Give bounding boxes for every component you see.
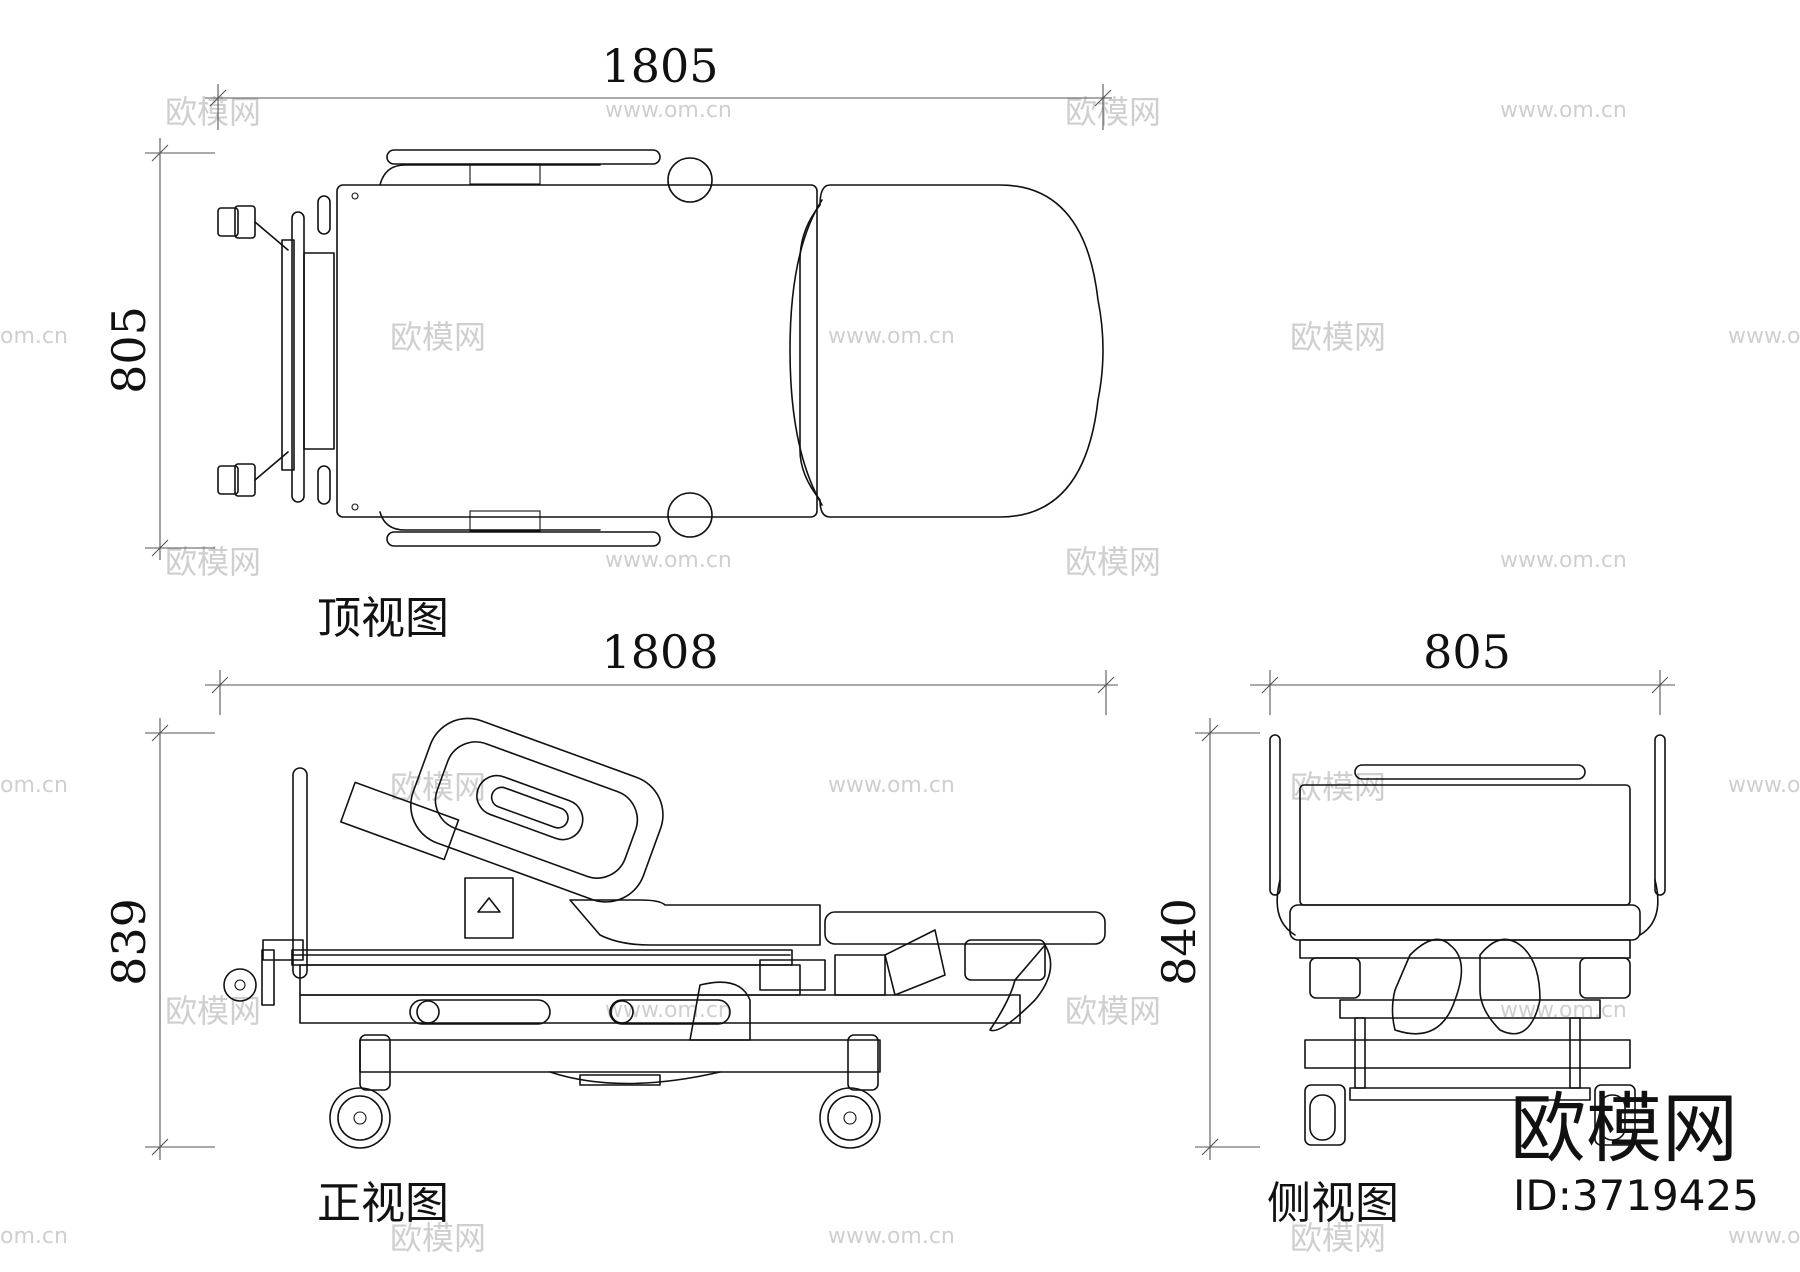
- top-view-back-section: [799, 184, 1104, 518]
- front-view-height-label: 839: [102, 898, 156, 986]
- front-view-platform: [291, 899, 1106, 1041]
- watermark-name: 欧模网: [1290, 768, 1386, 806]
- top-view-width-label: 1805: [601, 39, 718, 93]
- front-view-base: [329, 1034, 881, 1149]
- top-view: 1805 805: [102, 39, 1112, 644]
- top-view-foot-end: [217, 195, 335, 505]
- side-view-backrest: [1289, 764, 1641, 959]
- front-view-height-dimension: 839: [102, 718, 215, 1160]
- front-view-foot-cushion: [339, 781, 460, 861]
- top-view-seat-section: [336, 184, 818, 518]
- watermark-url: om.cn: [0, 1224, 68, 1249]
- front-view-title: 正视图: [317, 1178, 449, 1229]
- watermark-url: www.om.cn: [1728, 1224, 1800, 1249]
- brand-mark: 欧模网 ID:3719425: [1510, 1084, 1759, 1220]
- side-view-title: 侧视图: [1267, 1178, 1399, 1229]
- screw-dot: [351, 503, 359, 511]
- front-view-width-dimension: 1808: [205, 625, 1118, 715]
- watermark-name: 欧模网: [1290, 1219, 1386, 1257]
- front-view-actuator: [759, 929, 1052, 1032]
- warning-icon: [477, 897, 501, 913]
- watermark-name: 欧模网: [165, 93, 261, 131]
- front-view-width-label: 1808: [601, 625, 718, 679]
- watermark-layer: 欧模网 www.om.cn 欧模网 www.om.cn om.cn 欧模网 ww…: [0, 93, 1800, 1257]
- side-view: 805 840: [1152, 625, 1675, 1229]
- watermark-url: www.om.cn: [605, 548, 732, 573]
- watermark-name: 欧模网: [390, 1219, 486, 1257]
- watermark-url: www.om.cn: [828, 324, 955, 349]
- watermark-name: 欧模网: [165, 992, 261, 1030]
- front-view-rail: [410, 717, 664, 903]
- brand-name: 欧模网: [1510, 1084, 1738, 1173]
- top-view-height-label: 805: [102, 306, 156, 394]
- front-view-foot-pole: [223, 767, 308, 1006]
- watermark-name: 欧模网: [390, 318, 486, 356]
- top-view-width-dimension: 1805: [205, 39, 1112, 130]
- watermark-url: www.om.cn: [828, 773, 955, 798]
- front-view-control-box: [464, 877, 514, 939]
- top-view-title: 顶视图: [317, 593, 449, 644]
- watermark-name: 欧模网: [165, 543, 261, 581]
- back-section-gap: [789, 199, 823, 506]
- brand-id: ID:3719425: [1513, 1171, 1759, 1220]
- top-view-height-dimension: 805: [102, 138, 215, 560]
- side-view-actuators: [1309, 957, 1631, 1019]
- watermark-url: www.om.cn: [605, 98, 732, 123]
- watermark-name: 欧模网: [1065, 543, 1161, 581]
- watermark-name: 欧模网: [1065, 93, 1161, 131]
- top-view-side-rails: [379, 149, 713, 547]
- screw-dot: [351, 192, 359, 200]
- watermark-url: om.cn: [0, 773, 68, 798]
- side-view-width-label: 805: [1423, 625, 1511, 679]
- watermark-url: www.om.cn: [1500, 548, 1627, 573]
- watermark-url: www.om.cn: [1500, 998, 1627, 1023]
- side-view-height-dimension: 840: [1152, 718, 1260, 1160]
- watermark-url: om.cn: [0, 324, 68, 349]
- front-view: 1808 839: [102, 625, 1118, 1229]
- watermark-url: www.om.cn: [828, 1224, 955, 1249]
- watermark-name: 欧模网: [1290, 318, 1386, 356]
- side-view-width-dimension: 805: [1250, 625, 1675, 715]
- watermark-name: 欧模网: [1065, 992, 1161, 1030]
- side-view-base: [1304, 1017, 1636, 1146]
- watermark-url: www.om.cn: [1728, 324, 1800, 349]
- side-view-height-label: 840: [1152, 898, 1206, 986]
- watermark-url: www.om.cn: [1500, 98, 1627, 123]
- watermark-url: www.om.cn: [1728, 773, 1800, 798]
